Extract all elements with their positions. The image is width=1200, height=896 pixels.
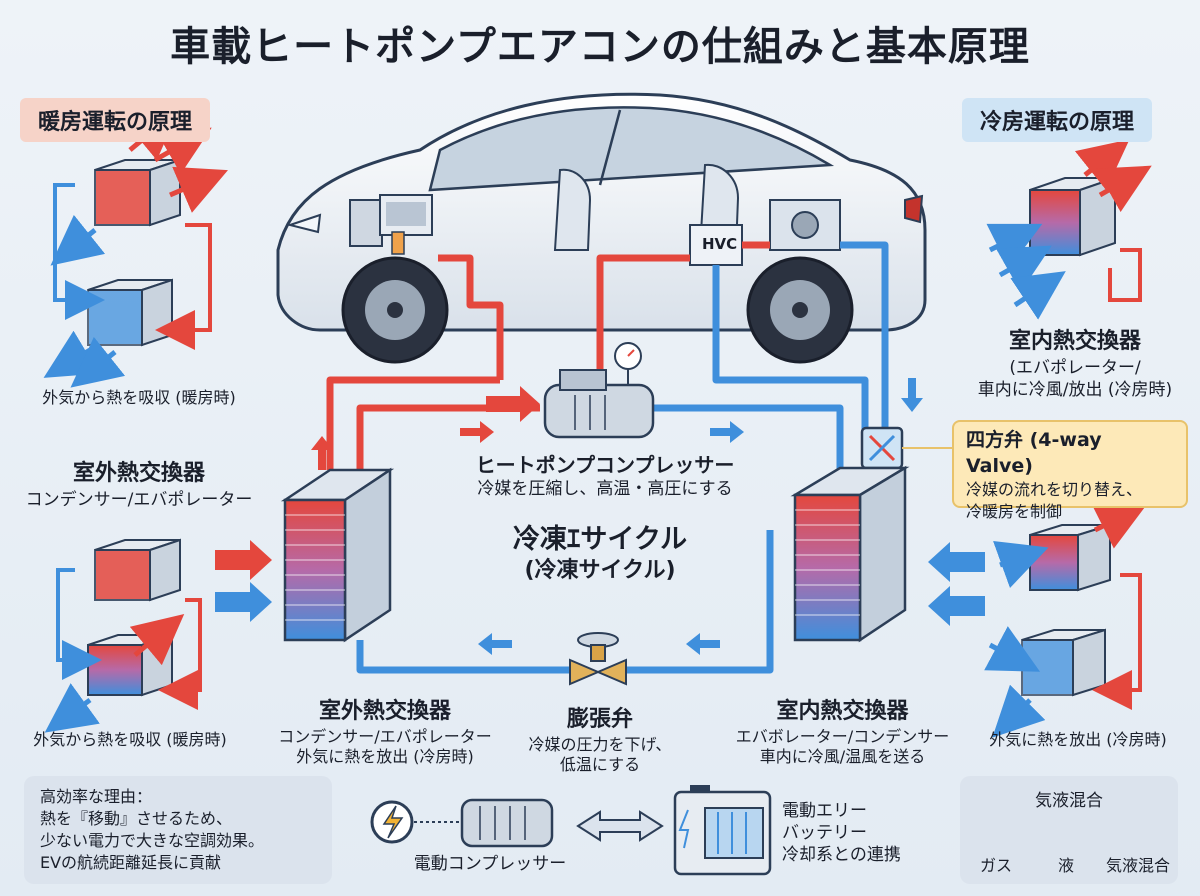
four-way-valve [860,426,952,470]
expansion-valve-line1: 冷媒の圧力を下げ、 [528,734,672,754]
battery-line1: 電動エリー [782,801,867,821]
four-way-valve-line2: 冷暖房を制御 [966,501,1063,521]
indoor-exchanger-top-label: 室内熱交換器 (エバポレーター/ 車内に冷風/放出 (冷房時) [955,328,1195,401]
battery-line3: 冷却系との連携 [782,845,901,866]
phase-gas-label: ガス [979,856,1012,875]
reason-line3: 少ない電力で大きな空調効果。 [40,831,265,851]
left-top-caption: 外気から熱を吸収 (暖房時) [42,388,236,407]
expansion-valve-title: 膨張弁 [566,707,633,732]
compressor-desc: 冷媒を圧縮し、高温・高圧にする [477,479,733,500]
outdoor-exchanger-bottom-line2: 外気に熱を放出 (冷房時) [296,747,474,767]
outdoor-unit-left-top [94,538,181,602]
phase-legend-title: 気液混合 [1035,791,1103,811]
reason-line4: EVの航続距離延長に貢献 [40,853,222,873]
heating-unit-top [50,108,228,266]
bidirectional-arrow [576,810,664,842]
phase-legend-box: 気液混合 ガス 液 気液混合 [960,776,1178,884]
left-bottom-caption: 外気から熱を吸収 (暖房時) [33,730,227,749]
battery-pack [673,785,772,876]
air-arrows-center [215,540,985,626]
cycle-label: 冷凍ｴサイクル (冷凍サイクル) [470,522,730,586]
indoor-exchanger-bottom-line1: エバボレーター/コンデンサー [735,726,950,746]
outdoor-exchanger-bottom-line1: コンデンサー/エバポレーター [278,726,492,746]
outdoor-unit-left-bottom [44,568,202,733]
four-way-valve-line1: 冷媒の流れを切り替え、 [966,480,1143,500]
cooling-unit-top [986,139,1152,320]
compressor-title: ヒートポンプコンプレッサー [475,453,735,477]
four-way-valve-callout: 四方弁 (4-way Valve) 冷媒の流れを切り替え、 冷暖房を制御 [952,420,1188,521]
indoor-unit-right-top [993,503,1148,592]
heat-pump-compressor [543,342,655,439]
indoor-exchanger-top-line2: 車内に冷風/放出 (冷房時) [977,379,1173,400]
indoor-heat-exchanger-center [790,465,910,643]
right-bottom-caption: 外気に熱を放出 (冷房時) [989,730,1167,749]
flow-arrows [311,378,923,655]
indoor-unit-right-bottom [984,573,1142,738]
outdoor-exchanger-bottom-title: 室外熱交換器 [318,699,451,724]
outdoor-exchanger-bottom-label: 室外熱交換器 コンデンサー/エバポレーター 外気に熱を放出 (冷房時) [270,698,500,768]
front-wheel [341,256,449,364]
outdoor-heat-exchanger-center [280,467,395,643]
indoor-exchanger-bottom-line2: 車内に冷風/温風を送る [759,747,926,767]
outdoor-exchanger-mid-title: 室外熱交換器 [72,461,205,486]
indoor-exchanger-top-title: 室内熱交換器 [1008,329,1141,354]
cycle-subtitle: (冷凍サイクル) [524,558,676,584]
heating-mode-pill: 暖房運転の原理 [20,98,211,142]
heating-unit-bottom [43,183,212,388]
electric-compressor-group [370,798,554,848]
hvc-label: HVC [702,235,738,253]
reason-line2: 熱を『移動』させるため、 [40,809,233,829]
page-title: 車載ヒートポンプエアコンの仕組みと基本原理 [170,24,1030,70]
rear-wheel [746,256,854,364]
cooling-mode-pill: 冷房運転の原理 [962,98,1153,142]
compressor-label: ヒートポンプコンプレッサー 冷媒を圧縮し、高温・高圧にする [440,452,770,500]
piping [326,241,889,674]
cycle-title: 冷凍ｴサイクル [512,524,688,555]
outdoor-exchanger-mid-line1: コンデンサー/エバポレーター [25,489,253,510]
expansion-valve-label: 膨張弁 冷媒の圧力を下げ、 低温にする [505,706,695,776]
phase-mixed-label: 気液混合 [1105,856,1170,875]
battery-line2: バッテリー [782,823,867,844]
car-illustration [276,92,927,364]
efficiency-reason-box: 高効率な理由： 熱を『移動』させるため、 少ない電力で大きな空調効果。 EVの航… [24,776,332,884]
hvc-unit [689,224,743,266]
phase-liquid-label: 液 [1057,856,1074,875]
indoor-exchanger-top-line1: (エバポレーター/ [1009,357,1141,378]
four-way-valve-title: 四方弁 (4-way Valve) [966,429,1102,477]
expansion-valve-line2: 低温にする [559,755,641,775]
reason-line1: 高効率な理由： [40,787,153,806]
battery-label: 電動エリー バッテリー 冷却系との連携 [782,800,901,866]
expansion-valve [569,632,627,686]
electric-compressor-label: 電動コンプレッサー [413,854,567,874]
indoor-exchanger-bottom-title: 室内熱交換器 [776,699,909,724]
outdoor-exchanger-mid-label: 室外熱交換器 コンデンサー/エバポレーター [14,460,264,511]
indoor-exchanger-bottom-label: 室内熱交換器 エバボレーター/コンデンサー 車内に冷風/温風を送る [725,698,960,768]
